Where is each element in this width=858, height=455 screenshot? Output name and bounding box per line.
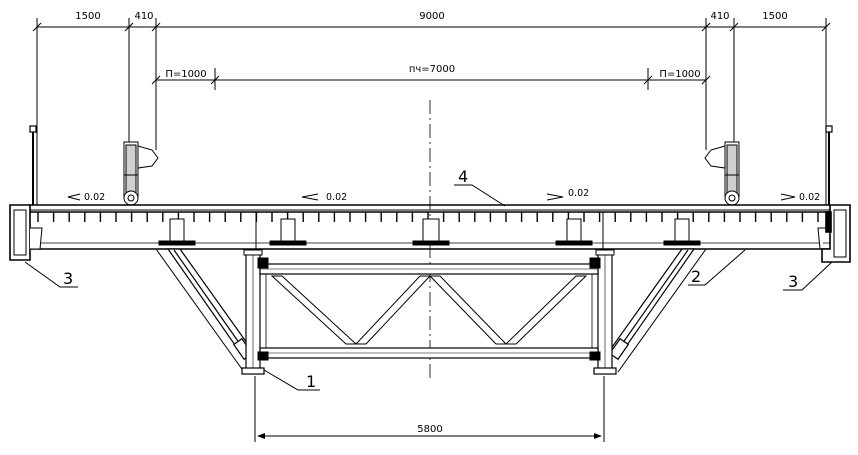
dim-carriageway: пч=7000 — [409, 64, 455, 75]
dim-footpath-right: 1500 — [762, 11, 787, 22]
dim-girder-spacing: 5800 — [417, 424, 442, 435]
callout-leaders — [24, 184, 833, 391]
dim-shoulder-left: П=1000 — [165, 69, 206, 80]
curb-left — [9, 204, 43, 261]
dim-barrier-left: 410 — [134, 11, 153, 22]
dim-footpath-left: 1500 — [75, 11, 100, 22]
deck-bearings — [158, 218, 701, 246]
callout-deck-slab: 2 — [691, 267, 701, 286]
strut-left — [155, 248, 254, 373]
slope-left-edge: 0.02 — [84, 192, 105, 203]
dim-shoulder-right: П=1000 — [659, 69, 700, 80]
dim-overall: 9000 — [419, 11, 444, 22]
barrier-left — [123, 141, 159, 206]
slope-left-center: 0.02 — [326, 192, 347, 203]
callout-curb-left: 3 — [63, 269, 73, 288]
callout-curb-right: 3 — [788, 272, 798, 291]
slope-right-center: 0.02 — [568, 188, 589, 199]
callout-truss: 1 — [306, 372, 316, 391]
railing-left — [29, 125, 37, 205]
truss-frame — [241, 249, 617, 375]
slope-right-edge: 0.02 — [799, 192, 820, 203]
dim-barrier-right: 410 — [710, 11, 729, 22]
bottom-dimension — [254, 376, 605, 442]
curb-right — [817, 204, 851, 263]
railing-right — [825, 125, 833, 205]
slope-arrows — [67, 193, 796, 201]
callout-surfacing: 4 — [458, 167, 468, 186]
top-dimension-chain — [32, 18, 831, 205]
barrier-right — [704, 141, 740, 206]
